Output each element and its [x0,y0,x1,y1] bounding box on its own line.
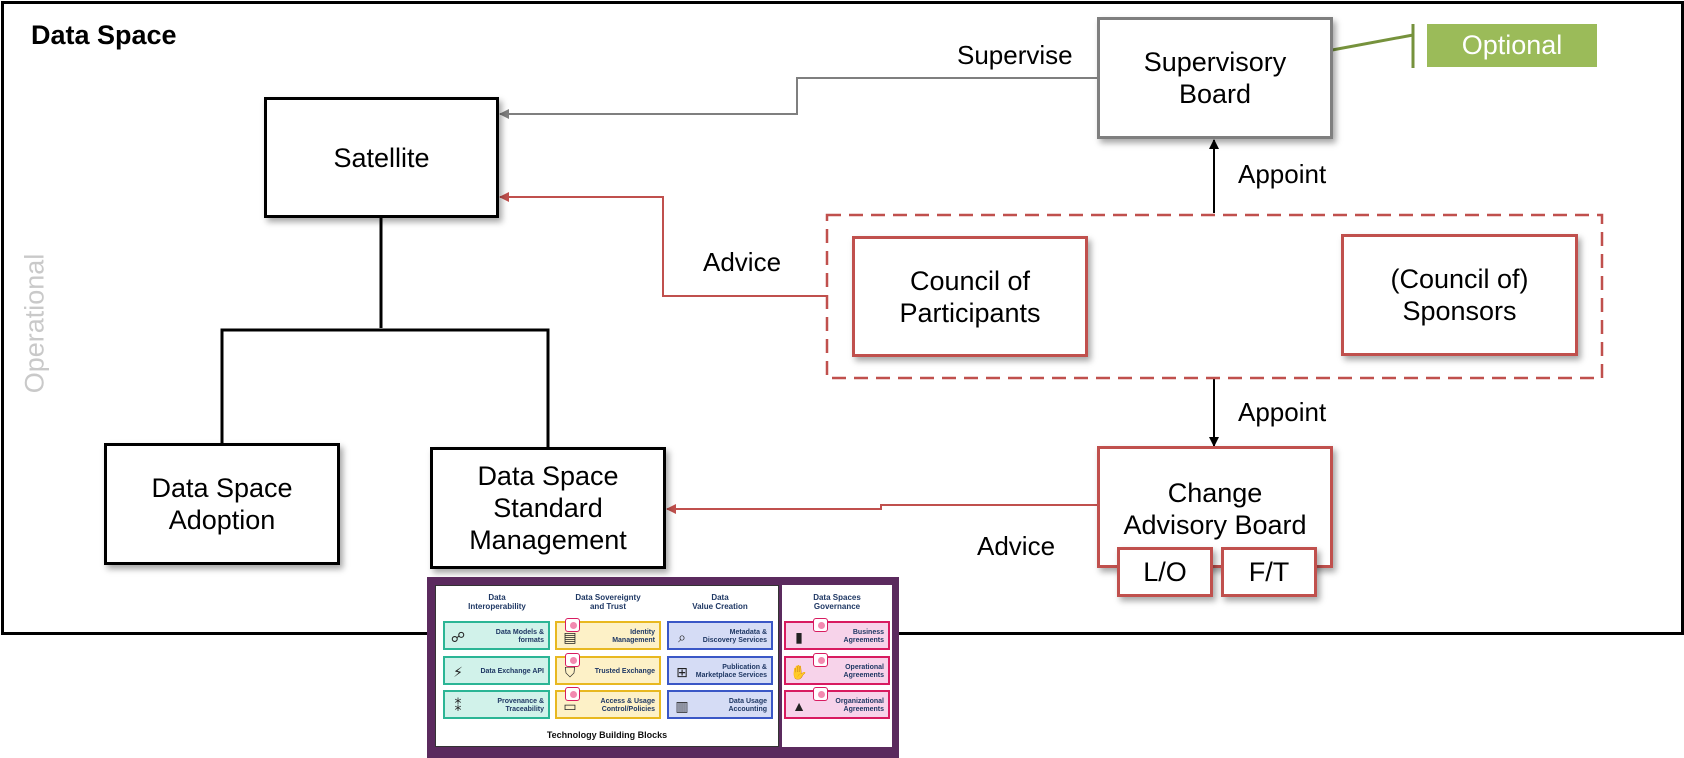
book-icon: ▮ [795,629,803,645]
advice-arrow-top [499,192,826,297]
tile-operational-agreements: ✋ Operational Agreements [784,656,890,685]
badge-icon [565,618,580,632]
tile-label: Organizational Agreements [835,697,884,713]
standard-management-node: Data Space Standard Management [430,447,666,569]
column-header: Data Value Creation [692,593,748,611]
plug-icon: ⚡ [453,664,463,680]
badge-icon [813,618,828,632]
footprints-icon: ⁑ [454,698,462,714]
supervise-arrow [499,77,1098,119]
document-icon: ▭ [563,698,577,714]
cab-ft-box: F/T [1221,547,1317,597]
optional-tag: Optional [1427,24,1597,67]
adoption-node: Data Space Adoption [104,443,340,565]
advice-arrow-bottom [666,504,1098,514]
tile-provenance: ⁑ Provenance & Traceability [443,690,550,719]
handshake-icon: ✋ [790,664,808,680]
change-advisory-board-node: Change Advisory Board [1097,446,1333,568]
advice-label-top: Advice [703,247,782,277]
tile-label: Trusted Exchange [594,667,655,675]
council-group-boundary [825,213,1604,380]
tile-business-agreements: ▮ Business Agreements [784,621,890,650]
tree-connector [220,217,550,448]
tile-label: Publication & Marketplace Services [695,663,767,679]
supervise-label: Supervise [957,40,1073,70]
shield-icon: ⛉ [564,664,576,680]
operational-label: Operational [2,248,68,398]
network-icon: ☍ [450,629,466,645]
governance-header: Data Spaces Governance [813,593,861,611]
tile-label: Metadata & Discovery Services [702,628,767,644]
tile-trusted-exchange: ⛉ Trusted Exchange [555,656,661,685]
tile-identity-management: ▤ Identity Management [555,621,661,650]
column-header: Data Sovereignty and Trust [575,593,641,611]
council-of-sponsors-node: (Council of) Sponsors [1341,234,1578,356]
cab-lo-box: L/O [1117,547,1213,597]
tile-data-exchange-api: ⚡ Data Exchange API [443,656,550,685]
appoint-label-bottom: Appoint [1238,397,1327,427]
building-blocks-footer: Technology Building Blocks [546,730,668,740]
appoint-label-top: Appoint [1238,159,1327,189]
badge-icon [565,653,580,667]
column-header: Data Interoperability [468,593,526,611]
tile-label: Identity Management [612,628,655,644]
tile-label: Business Agreements [843,628,884,644]
tile-label: Operational Agreements [843,663,884,679]
badge-icon [565,687,580,701]
tile-label: Access & Usage Control/Policies [600,697,655,713]
operational-label-text: Operational [19,253,50,393]
council-of-participants-node: Council of Participants [852,236,1088,357]
tile-data-usage-accounting: ▥ Data Usage Accounting [667,690,773,719]
satellite-node: Satellite [264,97,499,218]
tile-publication-marketplace: ⊞ Publication & Marketplace Services [667,656,773,685]
building-icon: ▲ [792,698,806,714]
supervisory-board-node: Supervisory Board [1097,17,1333,139]
tile-data-models: ☍ Data Models & formats [443,621,550,650]
badge-icon [813,653,828,667]
diagram-title: Data Space [31,20,177,50]
tile-label: Data Usage Accounting [728,697,768,713]
tile-label: Data Models & formats [495,628,544,644]
tile-organizational-agreements: ▲ Organizational Agreements [784,690,890,719]
id-card-icon: ▤ [563,629,577,645]
tile-label: Provenance & Traceability [497,697,544,713]
badge-icon [813,687,828,701]
tile-metadata-discovery: ⌕ Metadata & Discovery Services [667,621,773,650]
cart-icon: ⊞ [676,664,688,680]
search-document-icon: ⌕ [678,629,686,645]
documents-icon: ▥ [675,698,689,714]
advice-label-bottom: Advice [977,531,1056,561]
tile-label: Data Exchange API [480,667,544,675]
